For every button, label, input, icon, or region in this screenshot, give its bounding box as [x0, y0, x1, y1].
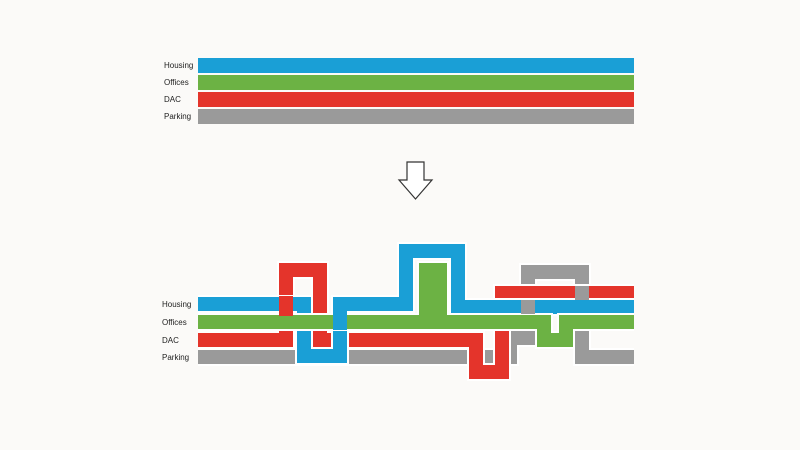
strand-offices-fill — [198, 263, 634, 347]
band-dac — [198, 92, 634, 107]
top-bands — [198, 58, 634, 124]
band-housing — [198, 58, 634, 73]
label-parking-top: Parking — [164, 112, 191, 121]
label-offices-bottom: Offices — [162, 318, 187, 327]
label-dac-bottom: DAC — [162, 336, 179, 345]
label-housing-bottom: Housing — [162, 300, 191, 309]
label-offices-top: Offices — [164, 78, 189, 87]
bottom-labels: Housing Offices DAC Parking — [162, 300, 191, 362]
down-arrow-icon — [397, 161, 434, 200]
label-dac-top: DAC — [164, 95, 181, 104]
band-offices — [198, 75, 634, 90]
label-parking-bottom: Parking — [162, 353, 189, 362]
band-parking — [198, 109, 634, 124]
label-housing-top: Housing — [164, 61, 193, 70]
bottom-strands — [198, 242, 634, 381]
top-labels: Housing Offices DAC Parking — [164, 61, 193, 121]
